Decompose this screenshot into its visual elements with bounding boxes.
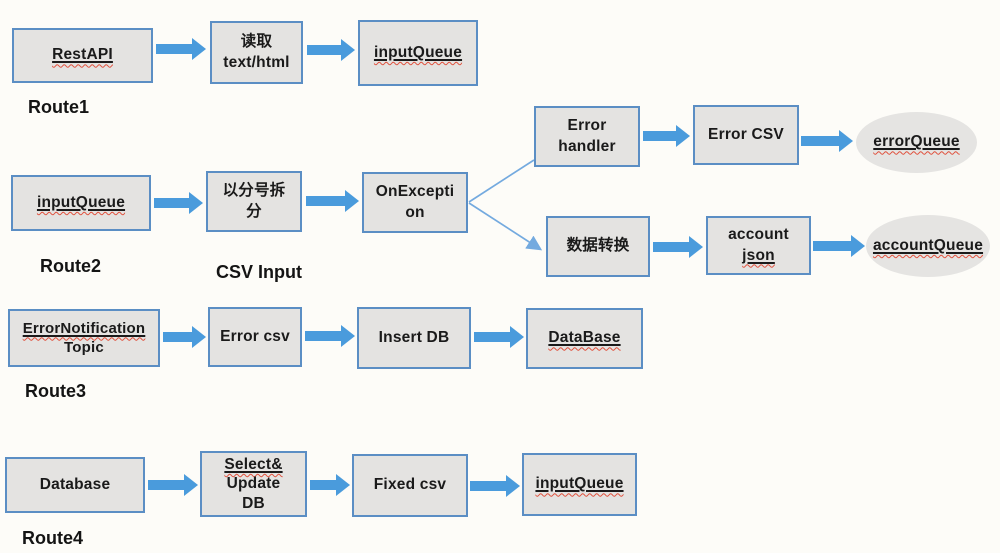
flow-arrow [154, 192, 203, 214]
node-account-json-line2: json [742, 246, 775, 264]
flow-arrow [643, 125, 690, 147]
node-insert-db: Insert DB [357, 307, 471, 369]
node-select-update-db: Select& Update DB [200, 451, 307, 517]
node-fixed-csv: Fixed csv [352, 454, 468, 517]
node-error-notification-line1: ErrorNotification [22, 319, 146, 337]
flow-arrow [306, 190, 359, 212]
node-data-transform-label: 数据转换 [566, 237, 630, 255]
node-split-by-semicolon: 以分号拆 分 [206, 171, 302, 232]
node-database-route4: Database [5, 457, 145, 513]
node-input-queue-route1-label: inputQueue [373, 43, 463, 61]
route3-label: Route3 [25, 381, 87, 401]
node-select-update-db-line2: Update [226, 475, 281, 493]
node-database-route4-label: Database [39, 475, 111, 493]
node-database-route3: DataBase [526, 308, 643, 369]
route1-label: Route1 [28, 97, 90, 117]
node-input-queue-route1: inputQueue [358, 20, 478, 86]
node-input-queue-route4-label: inputQueue [535, 475, 624, 493]
node-error-csv-route3-label: Error csv [220, 327, 290, 345]
node-fixed-csv-label: Fixed csv [373, 476, 447, 494]
node-account-json: account json [706, 216, 811, 275]
node-restapi: RestAPI [12, 28, 153, 83]
node-error-csv-route3: Error csv [208, 307, 302, 367]
flow-arrow [310, 474, 350, 496]
branch-line-bottom [468, 202, 543, 251]
flow-arrow [813, 235, 865, 257]
node-select-update-db-line1: Select& [224, 455, 283, 473]
node-error-queue-label: errorQueue [873, 133, 960, 151]
node-account-queue: accountQueue [866, 215, 990, 277]
branch-line-top [468, 159, 535, 203]
flow-arrow [470, 475, 520, 497]
node-data-transform: 数据转换 [546, 216, 650, 277]
flow-arrow [163, 326, 206, 348]
node-input-queue-route2-label: inputQueue [36, 193, 126, 211]
node-split-line2: 分 [246, 202, 262, 220]
flow-arrow [801, 130, 853, 152]
flow-arrow [305, 325, 355, 347]
node-account-queue-label: accountQueue [872, 236, 984, 254]
node-on-exception-line2: on [405, 203, 425, 221]
flow-arrow [156, 38, 206, 60]
node-account-json-line1: account [728, 226, 789, 244]
node-error-handler: Error handler [534, 106, 640, 167]
node-read-text-html: 读取 text/html [210, 21, 303, 84]
node-select-update-db-line3: DB [242, 494, 265, 512]
flow-arrow [474, 326, 524, 348]
node-on-exception-line1: OnExcepti [375, 183, 455, 201]
node-database-route3-label: DataBase [548, 329, 621, 347]
node-error-notification-topic: ErrorNotification Topic [8, 309, 160, 367]
node-on-exception: OnExcepti on [362, 172, 468, 233]
node-insert-db-label: Insert DB [378, 328, 450, 346]
route4-label: Route4 [22, 528, 84, 548]
csv-input-label: CSV Input [216, 262, 302, 282]
flow-arrow [148, 474, 198, 496]
node-read-text-html-line2: text/html [223, 53, 290, 71]
node-error-csv-route2-label: Error CSV [708, 125, 784, 143]
node-restapi-label: RestAPI [52, 46, 113, 64]
node-error-handler-line2: handler [558, 137, 616, 155]
node-error-csv-route2: Error CSV [693, 105, 799, 165]
flow-arrow [307, 39, 355, 61]
node-error-handler-line1: Error [567, 117, 607, 135]
node-input-queue-route4: inputQueue [522, 453, 637, 516]
node-input-queue-route2: inputQueue [11, 175, 151, 231]
node-error-queue: errorQueue [856, 112, 977, 173]
node-read-text-html-line1: 读取 [240, 33, 273, 51]
node-split-line1: 以分号拆 [222, 182, 286, 200]
node-error-notification-line2: Topic [64, 339, 104, 356]
route2-label: Route2 [40, 256, 102, 276]
flow-arrow [653, 236, 703, 258]
